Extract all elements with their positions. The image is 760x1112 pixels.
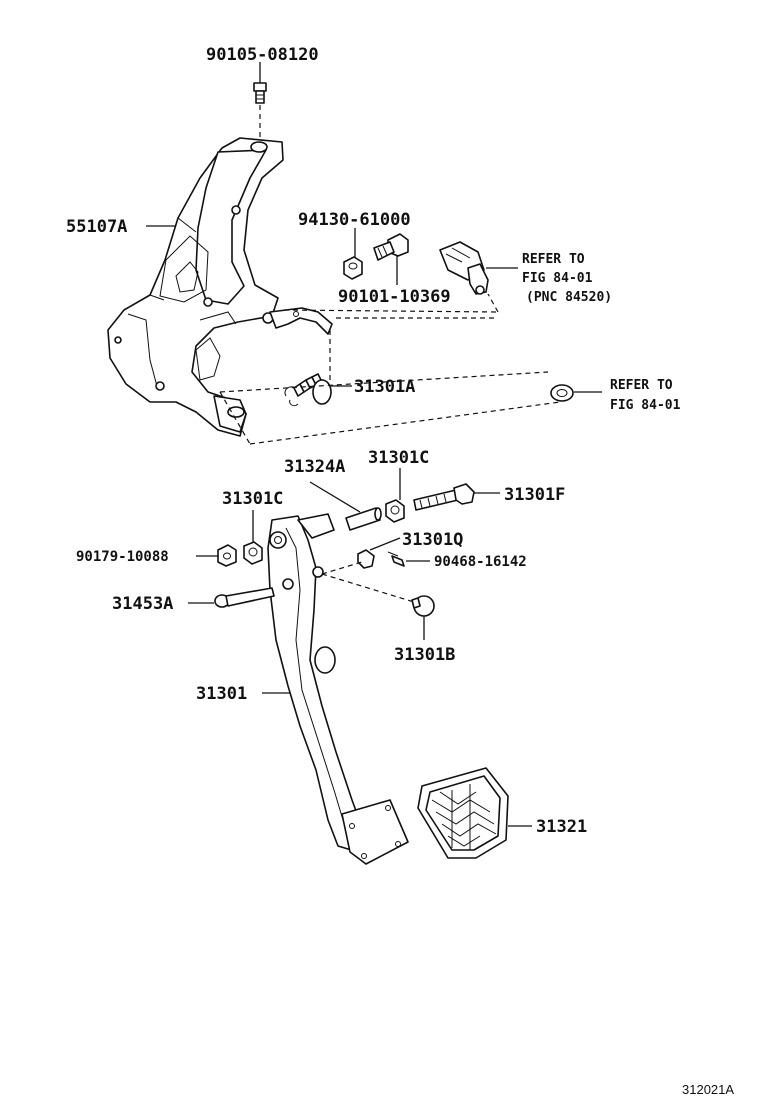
label-55107a: 55107A <box>66 217 127 237</box>
label-31324a: 31324A <box>284 457 345 477</box>
switch-bracket-arm <box>269 307 333 335</box>
label-pnc-84520: (PNC 84520) <box>526 290 612 305</box>
label-31301: 31301 <box>196 684 247 704</box>
bushing-31301c-left-part <box>243 541 263 565</box>
figure-code: 312021A <box>682 1082 734 1097</box>
collar-31324a-part <box>345 507 382 531</box>
label-94130-61000: 94130-61000 <box>298 210 411 230</box>
nut-94130-part <box>343 256 363 280</box>
brake-pedal-31301-part <box>267 513 409 865</box>
label-31301c-left: 31301C <box>222 489 283 509</box>
bushing-31301q-part <box>357 549 375 569</box>
label-fig-84-01-2: FIG 84-01 <box>610 398 681 413</box>
label-31301f: 31301F <box>504 485 565 505</box>
label-31453a: 31453A <box>112 594 173 614</box>
pin-31453a-part <box>214 587 275 608</box>
clip-90468-part <box>387 551 405 567</box>
label-90179-10088: 90179-10088 <box>76 549 169 565</box>
stopper-31301b-part <box>411 595 435 617</box>
bolt-90105-part <box>253 82 267 104</box>
label-31321: 31321 <box>536 817 587 837</box>
nut-90179-part <box>217 544 237 567</box>
label-31301a: 31301A <box>354 377 415 397</box>
label-90468-16142: 90468-16142 <box>434 554 527 570</box>
bushing-31301c-top-part <box>385 499 405 523</box>
pedal-bracket-55107a <box>107 137 284 437</box>
label-31301c-top: 31301C <box>368 448 429 468</box>
label-fig-84-01-1: FIG 84-01 <box>522 271 593 286</box>
label-refer-to-2: REFER TO <box>610 378 673 393</box>
return-spring-31301a-part <box>284 373 332 407</box>
label-90105-08120: 90105-08120 <box>206 45 319 65</box>
label-refer-to-1: REFER TO <box>522 252 585 267</box>
bolt-31301f-part <box>413 483 475 511</box>
label-90101-10369: 90101-10369 <box>338 287 451 307</box>
label-31301q: 31301Q <box>402 530 463 550</box>
stop-lamp-switch-part <box>439 241 489 295</box>
bolt-90101-part <box>373 233 409 261</box>
label-31301b: 31301B <box>394 645 455 665</box>
pedal-pad-31321-part <box>417 767 509 859</box>
refer-washer-part <box>550 384 574 402</box>
